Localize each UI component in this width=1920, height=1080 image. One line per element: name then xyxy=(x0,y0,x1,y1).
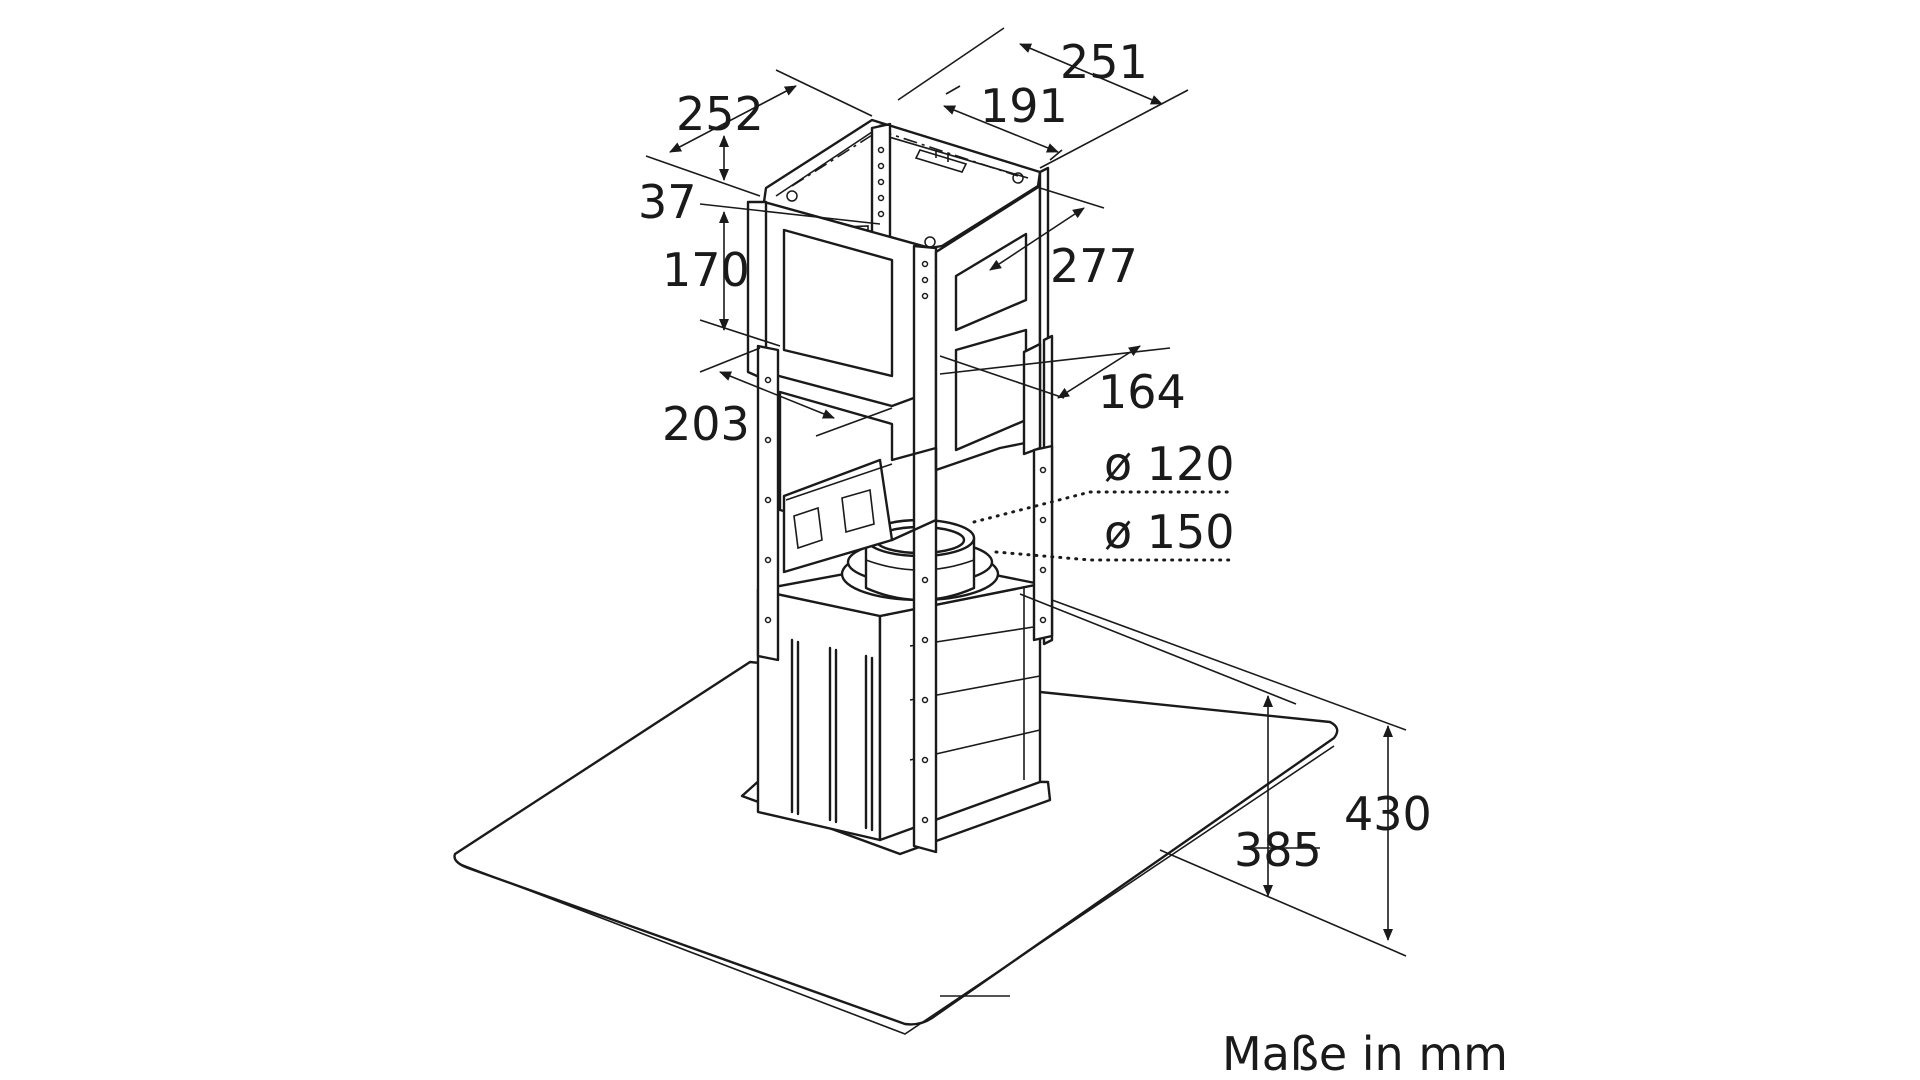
label-251: 251 xyxy=(1060,35,1148,89)
dimension-labels: 251 191 252 37 170 277 164 203 ø 120 ø 1… xyxy=(638,35,1432,877)
dimension-lines xyxy=(669,43,1393,941)
label-o150: ø 150 xyxy=(1104,505,1235,559)
label-277: 277 xyxy=(1050,239,1138,293)
post-holes-central xyxy=(921,260,929,824)
leader-o120 xyxy=(972,490,1234,524)
label-430: 430 xyxy=(1344,787,1432,841)
label-164: 164 xyxy=(1098,365,1186,419)
post-holes-right xyxy=(1039,466,1047,624)
units-caption: Maße in mm xyxy=(1222,1027,1508,1080)
leader-o150 xyxy=(994,550,1234,562)
dim-line-252 xyxy=(669,85,797,153)
dim-line-191 xyxy=(943,105,1059,153)
dim-line-203 xyxy=(719,371,835,419)
motor-housing xyxy=(740,558,1052,856)
label-o120: ø 120 xyxy=(1104,437,1235,491)
label-37: 37 xyxy=(638,175,697,229)
dim-line-251 xyxy=(1019,43,1163,105)
dim-line-277 xyxy=(989,207,1085,271)
label-252: 252 xyxy=(676,87,764,141)
mounting-frame xyxy=(746,118,1054,854)
label-170: 170 xyxy=(662,243,750,297)
label-385: 385 xyxy=(1234,823,1322,877)
extension-lines xyxy=(645,27,1407,957)
dim-line-164 xyxy=(1057,345,1141,399)
label-203: 203 xyxy=(662,397,750,451)
label-191: 191 xyxy=(980,79,1068,133)
